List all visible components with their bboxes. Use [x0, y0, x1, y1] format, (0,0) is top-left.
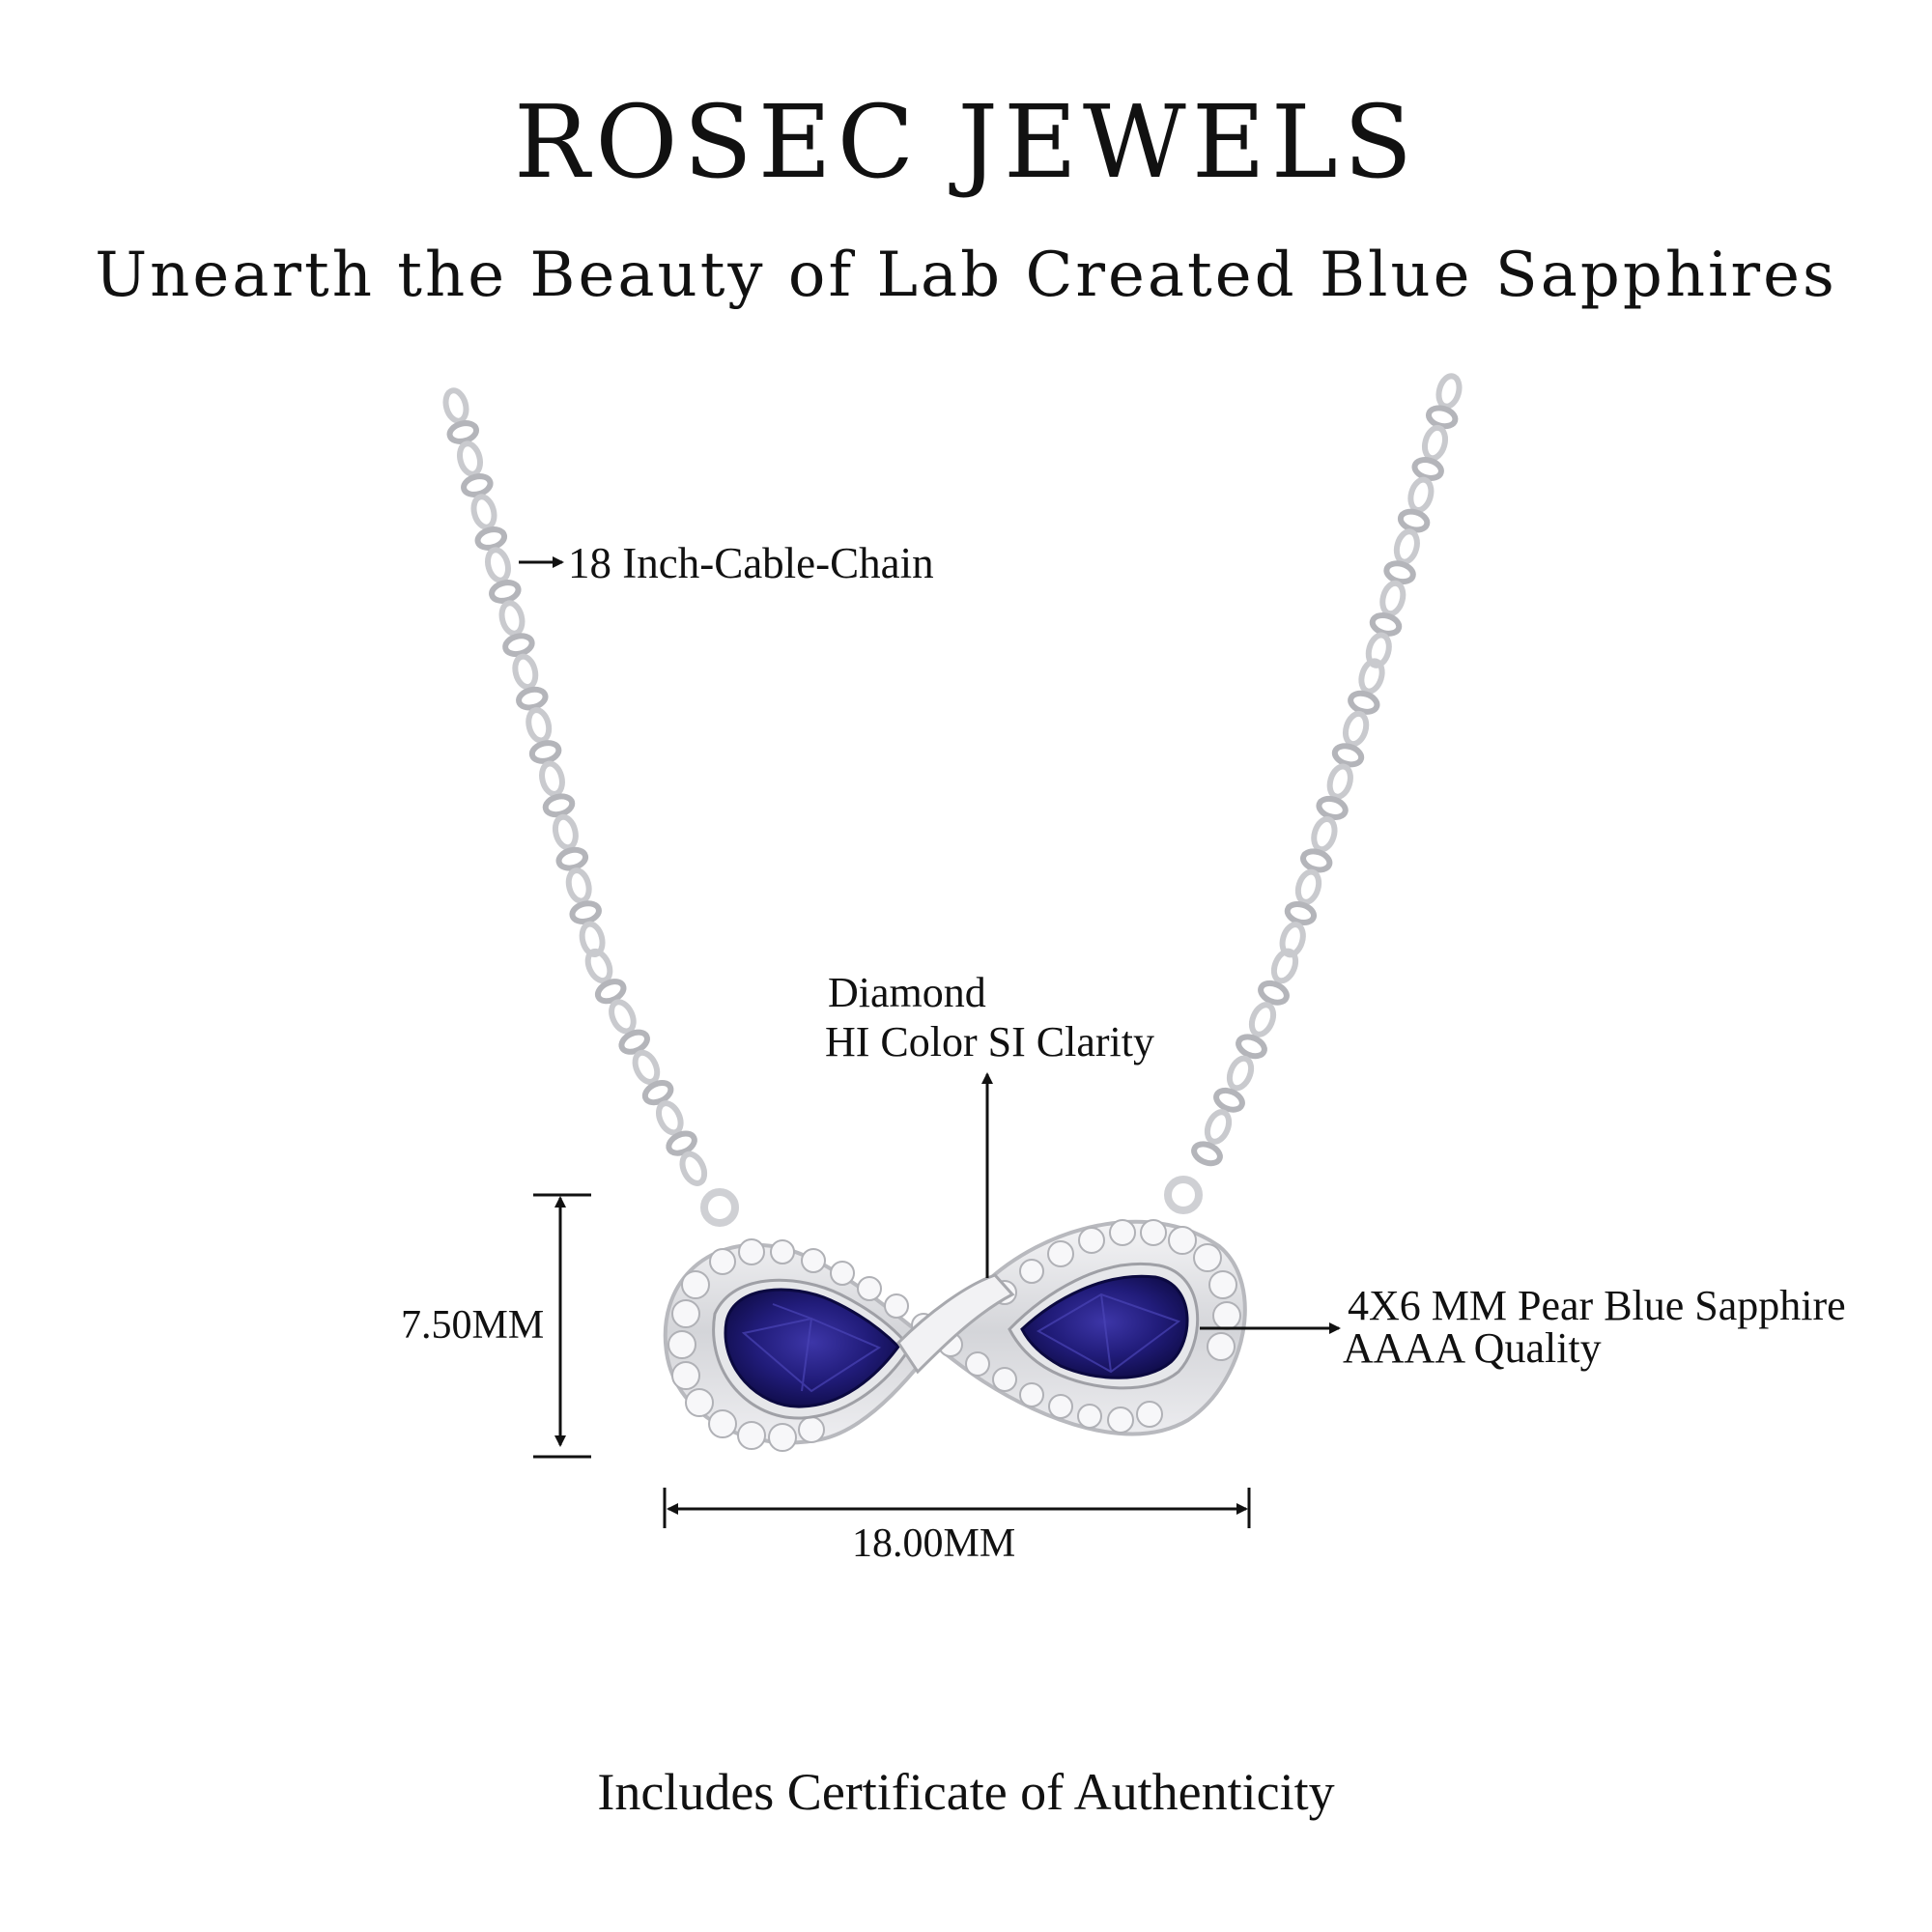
chain-link — [1358, 658, 1385, 695]
chain-link — [502, 633, 535, 658]
chain-label: 18 Inch-Cable-Chain — [568, 539, 934, 587]
chain-link — [1300, 848, 1333, 873]
chain-link — [1270, 948, 1299, 984]
chain-link — [1316, 795, 1349, 820]
chain-link — [516, 686, 549, 711]
chain-link — [512, 653, 539, 691]
chain-link — [539, 760, 565, 797]
chain-link — [565, 867, 592, 904]
sapphire-label-line2: AAAA Quality — [1343, 1324, 1602, 1372]
chain-link — [1326, 763, 1353, 800]
infinity-pendant-icon — [663, 1176, 1247, 1452]
diamond-label-line2: HI Color SI Clarity — [825, 1017, 1154, 1065]
chain-link — [485, 547, 511, 583]
chain-link — [1393, 528, 1420, 565]
chain-link — [474, 526, 508, 551]
chain-link — [528, 740, 562, 764]
chain-link — [1383, 560, 1416, 585]
diamond-label-line1: Diamond — [828, 969, 986, 1016]
cable-chain-icon — [442, 373, 1463, 1186]
chain-link — [1236, 1034, 1267, 1060]
chain-link — [461, 473, 494, 497]
chain-link — [594, 979, 627, 1005]
diamond-pave — [668, 1219, 1241, 1452]
chain-link — [679, 1151, 708, 1186]
chain-link — [1397, 508, 1431, 533]
chain-link — [655, 1100, 684, 1136]
sapphire-label: 4X6 MM Pear Blue Sapphire AAAA Quality — [1343, 1282, 1846, 1370]
diamond-label: Diamond HI Color SI Clarity — [825, 969, 1154, 1066]
chain-link — [498, 600, 526, 637]
chain-link — [1294, 868, 1322, 905]
width-dimension-label: 18.00MM — [852, 1521, 1016, 1566]
chain-link — [489, 580, 522, 604]
chain-link — [1279, 922, 1306, 958]
chain-link — [584, 948, 613, 984]
chain-link — [1311, 816, 1338, 853]
chain-link — [470, 494, 497, 530]
chain-link — [1348, 690, 1380, 715]
chain-link — [1204, 1109, 1233, 1145]
chain-link — [1421, 424, 1449, 462]
footer-certificate-note: Includes Certificate of Authenticity — [597, 1763, 1335, 1821]
chain-link — [1342, 710, 1370, 748]
chain-link — [552, 813, 579, 851]
chain-link — [1407, 476, 1435, 513]
chain-link — [1435, 373, 1463, 410]
chain-link — [526, 707, 553, 744]
chain-link — [569, 900, 602, 924]
chain-link — [446, 420, 480, 444]
chain-link — [1369, 611, 1403, 637]
height-dimension-label: 7.50MM — [401, 1303, 545, 1348]
chain-link — [632, 1049, 661, 1086]
left-sapphire — [724, 1288, 900, 1408]
chain-link — [442, 387, 469, 424]
chain-link — [457, 440, 483, 477]
chain-link — [1425, 405, 1459, 430]
chain-link — [1248, 1002, 1277, 1037]
chain-link — [609, 999, 637, 1035]
chain-link — [555, 846, 589, 871]
chain-link — [1411, 457, 1444, 481]
chain-link — [1379, 580, 1406, 617]
chain-link — [1258, 980, 1290, 1006]
chain-link — [641, 1080, 674, 1106]
brand-title: ROSEC JEWELS — [513, 83, 1419, 201]
chain-link — [618, 1029, 650, 1055]
chain-link — [1226, 1055, 1255, 1092]
sapphire-label-line1: 4X6 MM Pear Blue Sapphire — [1348, 1282, 1846, 1329]
chain-link — [1331, 743, 1365, 768]
chain-link — [542, 793, 576, 818]
height-dimension-line — [533, 1193, 591, 1459]
chain-link — [1365, 632, 1392, 668]
chain-link — [1213, 1087, 1245, 1113]
chain-link — [1284, 900, 1318, 926]
brand-tagline: Unearth the Beauty of Lab Created Blue S… — [95, 240, 1837, 311]
chain-link — [666, 1130, 697, 1156]
width-dimension-line — [663, 1488, 1251, 1528]
chain-link — [1191, 1141, 1223, 1167]
